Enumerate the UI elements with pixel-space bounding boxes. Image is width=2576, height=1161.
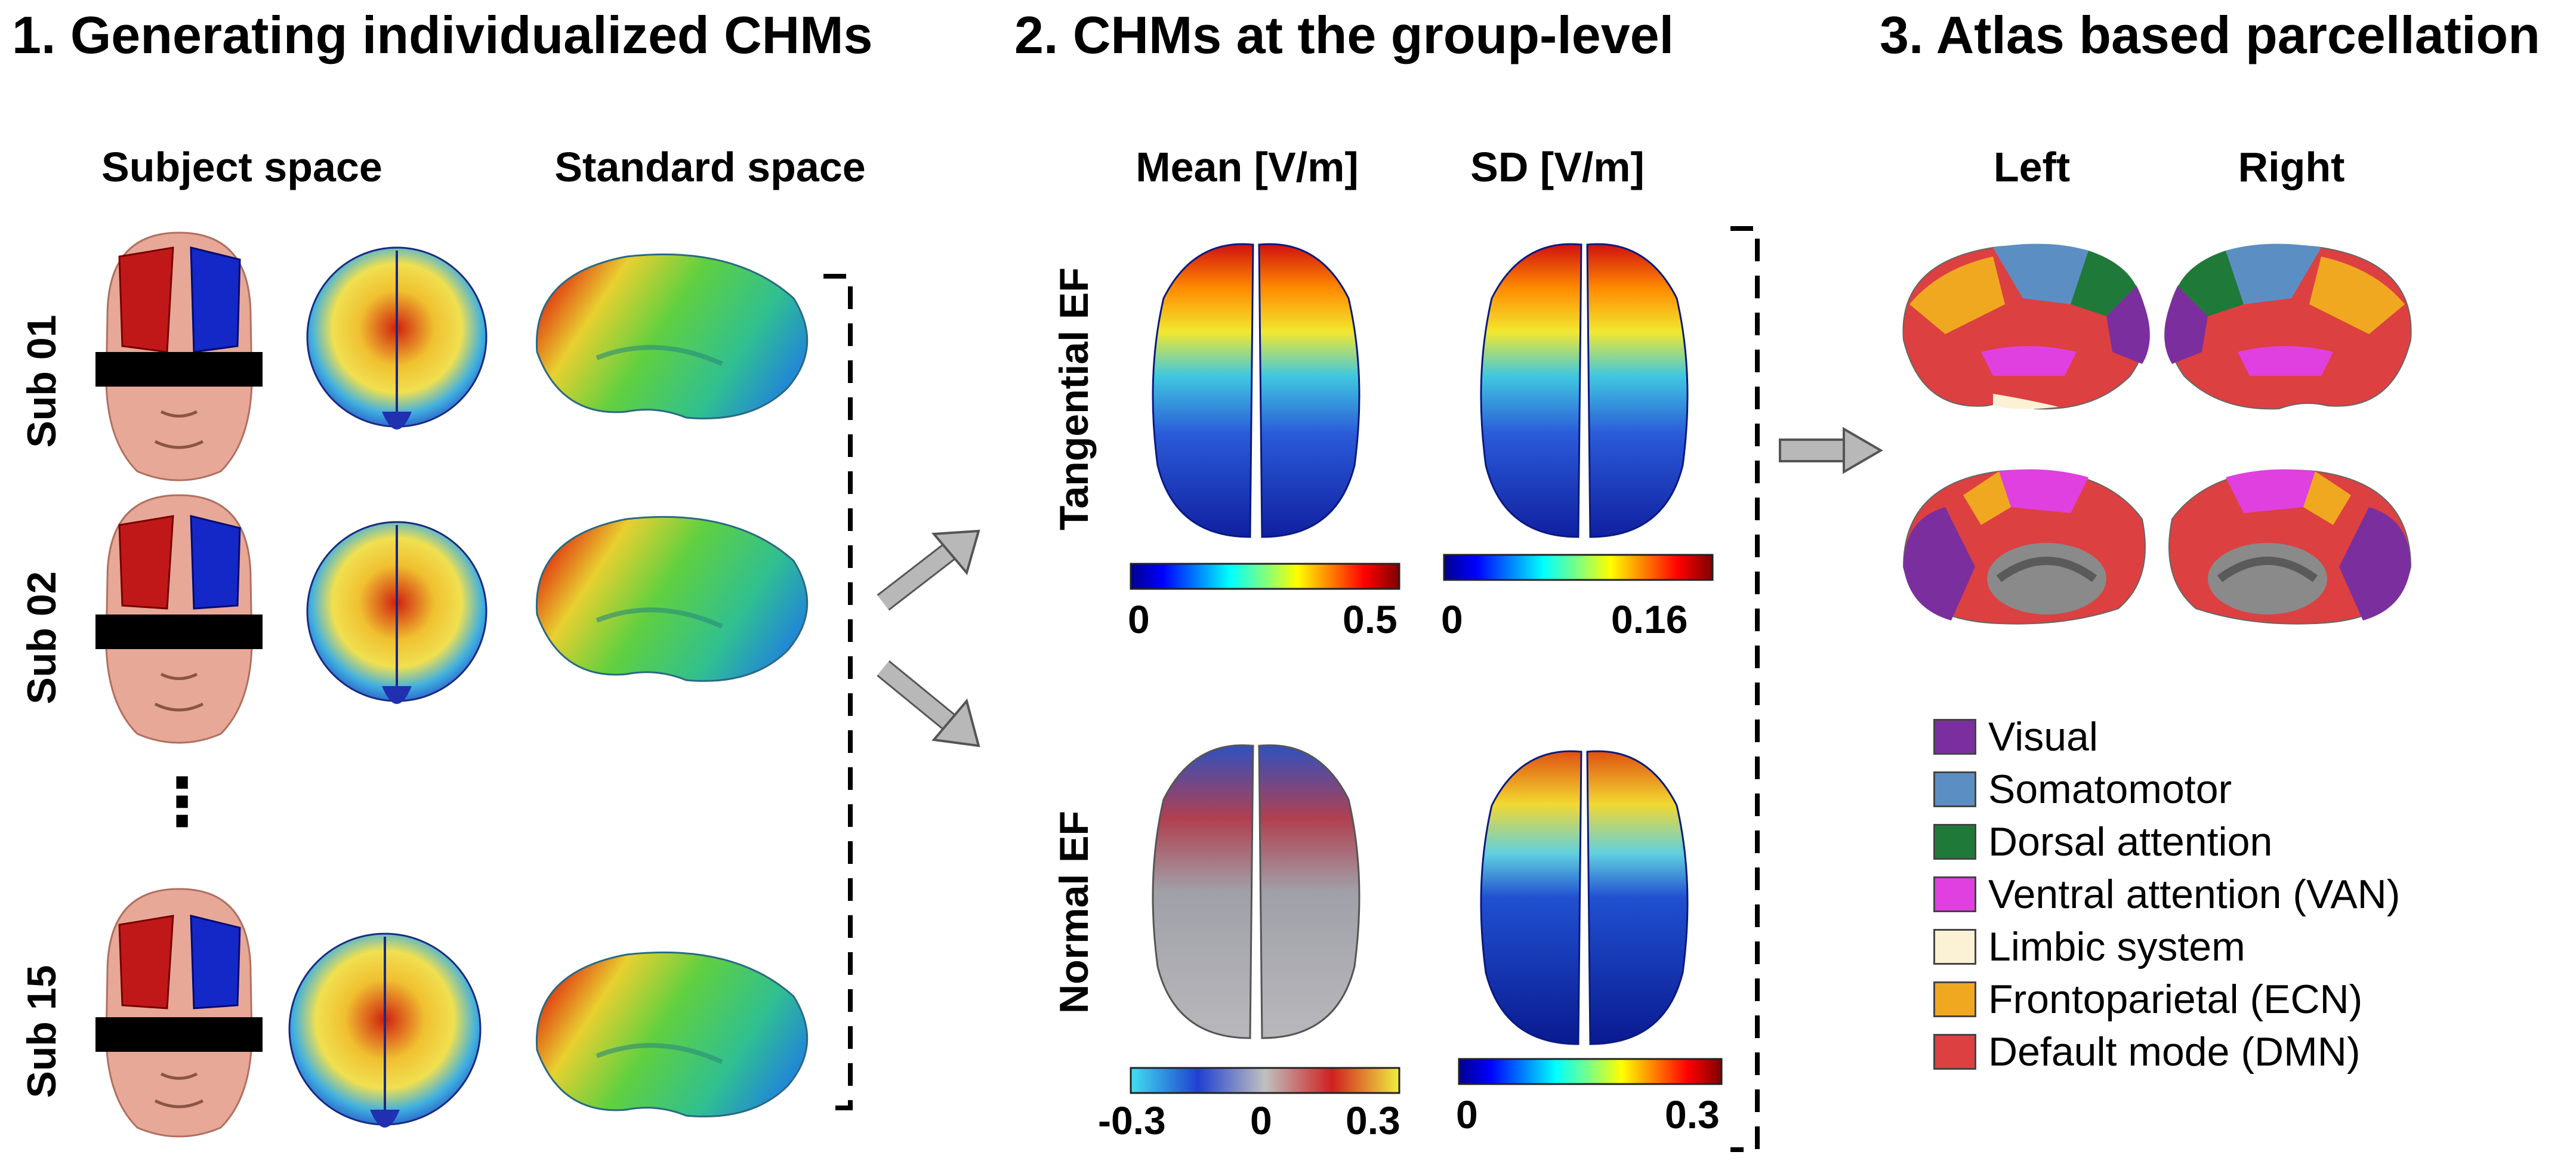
legend-label: Dorsal attention xyxy=(1988,819,2273,864)
legend-label: Default mode (DMN) xyxy=(1988,1029,2361,1074)
subject-brain-sub15 xyxy=(288,932,482,1128)
legend-item-limbic: Limbic system xyxy=(1933,924,2245,969)
subject-brain-sub02 xyxy=(306,521,488,704)
bracket-panel2 xyxy=(1730,226,1760,1152)
bracket-panel1 xyxy=(823,274,853,1110)
subjects-ellipsis: ⋮ xyxy=(149,765,215,839)
colorbar-tangential-mean xyxy=(1130,563,1400,590)
panel3-title: 3. Atlas based parcellation xyxy=(1880,5,2540,64)
tick-norm-mean-mid: 0 xyxy=(1250,1098,1272,1143)
tick-norm-sd-min: 0 xyxy=(1456,1092,1478,1137)
standard-brain-sub01 xyxy=(535,253,809,419)
tick-tang-sd-max: 0.16 xyxy=(1611,597,1688,641)
arrow-to-tangential xyxy=(877,529,980,611)
brain-tangential-mean xyxy=(1152,243,1361,538)
subject-brain-sub01 xyxy=(306,246,488,430)
atlas-right-medial xyxy=(2168,469,2412,625)
atlas-right-lateral xyxy=(2164,243,2412,410)
panel2-title: 2. CHMs at the group-level xyxy=(1014,5,1674,64)
legend-swatch xyxy=(1933,981,1976,1017)
legend-swatch xyxy=(1933,876,1976,912)
legend-swatch xyxy=(1933,1034,1976,1070)
subject-label-01: Sub 01 xyxy=(19,314,64,448)
row-label-normal: Normal EF xyxy=(1051,810,1097,1014)
atlas-left-medial xyxy=(1902,469,2146,625)
legend-label: Somatomotor xyxy=(1988,767,2232,812)
legend-item-frontoparietal: Frontoparietal (ECN) xyxy=(1933,977,2363,1022)
legend-swatch xyxy=(1933,771,1976,807)
colorbar-normal-mean xyxy=(1130,1067,1400,1094)
standard-brain-sub15 xyxy=(535,951,809,1117)
arrow-to-atlas xyxy=(1779,427,1883,474)
subject-space-header: Subject space xyxy=(101,144,382,190)
row-label-tangential: Tangential EF xyxy=(1051,267,1097,530)
colorbar-tangential-sd xyxy=(1443,554,1714,581)
legend-swatch xyxy=(1933,824,1976,860)
brain-normal-sd xyxy=(1480,750,1689,1045)
right-header: Right xyxy=(2238,144,2345,190)
panel1-title: 1. Generating individualized CHMs xyxy=(12,5,873,64)
subject-label-02: Sub 02 xyxy=(19,571,64,705)
brain-tangential-sd xyxy=(1480,243,1689,538)
legend-item-dorsal-attention: Dorsal attention xyxy=(1933,819,2273,864)
head-model-sub02 xyxy=(95,494,263,744)
legend-item-somatomotor: Somatomotor xyxy=(1933,767,2232,812)
subject-label-15: Sub 15 xyxy=(19,965,64,1098)
left-header: Left xyxy=(1993,144,2071,190)
atlas-left-lateral xyxy=(1902,243,2150,410)
legend-label: Visual xyxy=(1988,714,2098,759)
tick-norm-sd-max: 0.3 xyxy=(1665,1092,1720,1137)
mean-header: Mean [V/m] xyxy=(1136,144,1359,190)
arrow-to-normal xyxy=(877,660,980,748)
legend-label: Limbic system xyxy=(1988,924,2245,969)
brain-normal-mean xyxy=(1152,744,1361,1039)
tick-norm-mean-max: 0.3 xyxy=(1346,1098,1400,1143)
tick-tang-mean-min: 0 xyxy=(1128,597,1150,641)
standard-brain-sub02 xyxy=(535,515,809,682)
legend-label: Ventral attention (VAN) xyxy=(1988,872,2401,917)
legend-item-default-mode: Default mode (DMN) xyxy=(1933,1029,2361,1074)
legend-item-ventral-attention: Ventral attention (VAN) xyxy=(1933,872,2401,917)
legend-item-visual: Visual xyxy=(1933,714,2098,759)
standard-space-header: Standard space xyxy=(554,144,866,190)
head-model-sub15 xyxy=(95,888,263,1138)
colorbar-normal-sd xyxy=(1458,1058,1723,1085)
legend-swatch xyxy=(1933,929,1976,965)
tick-tang-mean-max: 0.5 xyxy=(1343,597,1397,641)
tick-tang-sd-min: 0 xyxy=(1441,597,1463,641)
legend-label: Frontoparietal (ECN) xyxy=(1988,977,2363,1022)
head-model-sub01 xyxy=(95,231,263,481)
sd-header: SD [V/m] xyxy=(1470,144,1645,190)
tick-norm-mean-min: -0.3 xyxy=(1098,1098,1166,1143)
legend-swatch xyxy=(1933,719,1976,755)
